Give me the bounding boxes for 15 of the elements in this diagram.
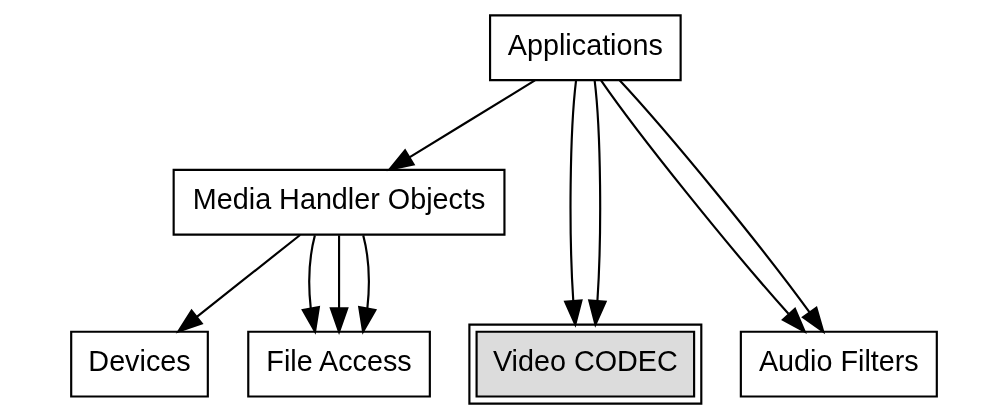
arrow [386, 79, 536, 172]
node-box: File Access [247, 330, 431, 398]
arrow [329, 235, 349, 335]
arrow [301, 235, 321, 335]
arrow [618, 79, 826, 335]
node-box: Media Handler Objects [172, 168, 506, 236]
node-box: Video CODEC [468, 323, 703, 405]
arrow [175, 234, 301, 334]
arrow [599, 79, 807, 335]
arrow [587, 79, 608, 328]
arrow [357, 235, 377, 335]
arrow [563, 79, 583, 328]
node-box: Audio Filters [739, 330, 938, 398]
node-box: Applications [489, 14, 682, 82]
node-box: Devices [70, 330, 209, 398]
